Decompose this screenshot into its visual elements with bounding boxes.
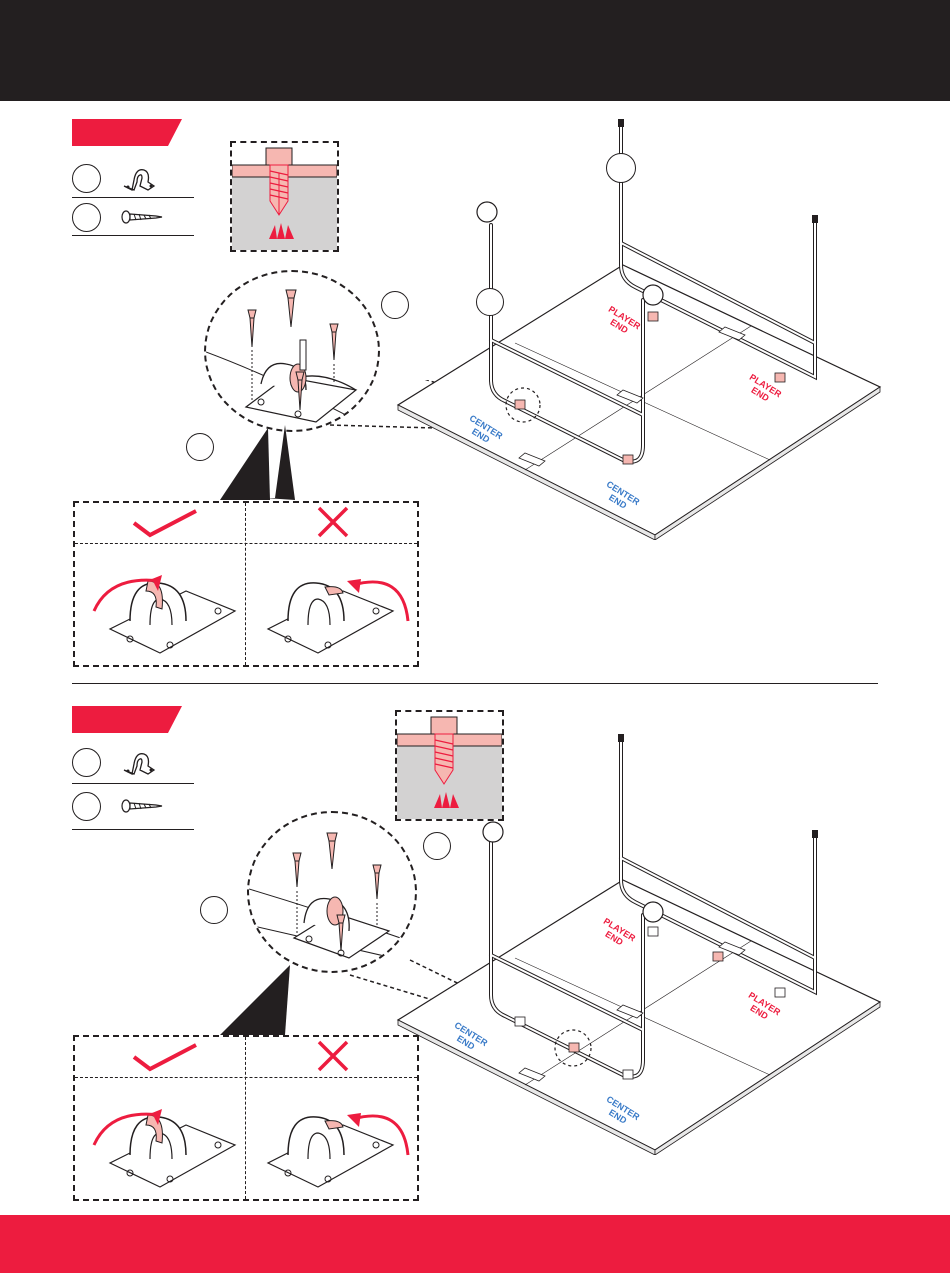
step-2-parts-list — [72, 746, 194, 830]
x-mark-icon — [315, 1039, 351, 1073]
callout-circle — [476, 288, 504, 316]
comparison-divider — [245, 503, 246, 665]
callout-circle — [606, 153, 636, 183]
part-row-clamp — [72, 160, 194, 198]
step-1-table-assembly-diagram — [395, 115, 895, 540]
check-mark-icon — [130, 1041, 200, 1073]
part-row-screw — [72, 198, 194, 236]
part-quantity-circle — [72, 164, 101, 193]
correct-clamp-illustration — [90, 1085, 240, 1193]
page-footer-bar — [0, 1215, 950, 1273]
step-2-tab — [72, 706, 182, 733]
part-quantity-circle — [72, 792, 101, 821]
part-row-screw — [72, 784, 194, 830]
part-row-clamp — [72, 746, 194, 784]
check-mark-icon — [130, 507, 200, 539]
wood-screw-icon — [120, 797, 164, 815]
part-quantity-circle — [72, 203, 101, 232]
comparison-header-row — [75, 503, 417, 544]
incorrect-clamp-illustration — [263, 1085, 413, 1193]
comparison-divider — [245, 1037, 246, 1199]
step-2-table-assembly-diagram — [395, 730, 895, 1155]
correct-clamp-illustration — [90, 551, 240, 659]
screw-depth-detail — [230, 141, 339, 252]
step-1-parts-list — [72, 160, 194, 236]
pipe-clamp-icon — [120, 164, 158, 194]
step-1-tab — [72, 119, 182, 146]
x-mark-icon — [315, 505, 351, 539]
page-header-bar — [0, 0, 950, 101]
wood-screw-icon — [120, 208, 164, 226]
incorrect-clamp-illustration — [263, 551, 413, 659]
comparison-header-row — [75, 1037, 417, 1078]
callout-circle — [200, 896, 228, 924]
pipe-clamp-icon — [120, 748, 158, 778]
clamp-orientation-comparison — [73, 1035, 419, 1201]
part-quantity-circle — [72, 748, 101, 777]
clamp-orientation-comparison — [73, 501, 419, 667]
step-divider-line — [72, 683, 878, 684]
